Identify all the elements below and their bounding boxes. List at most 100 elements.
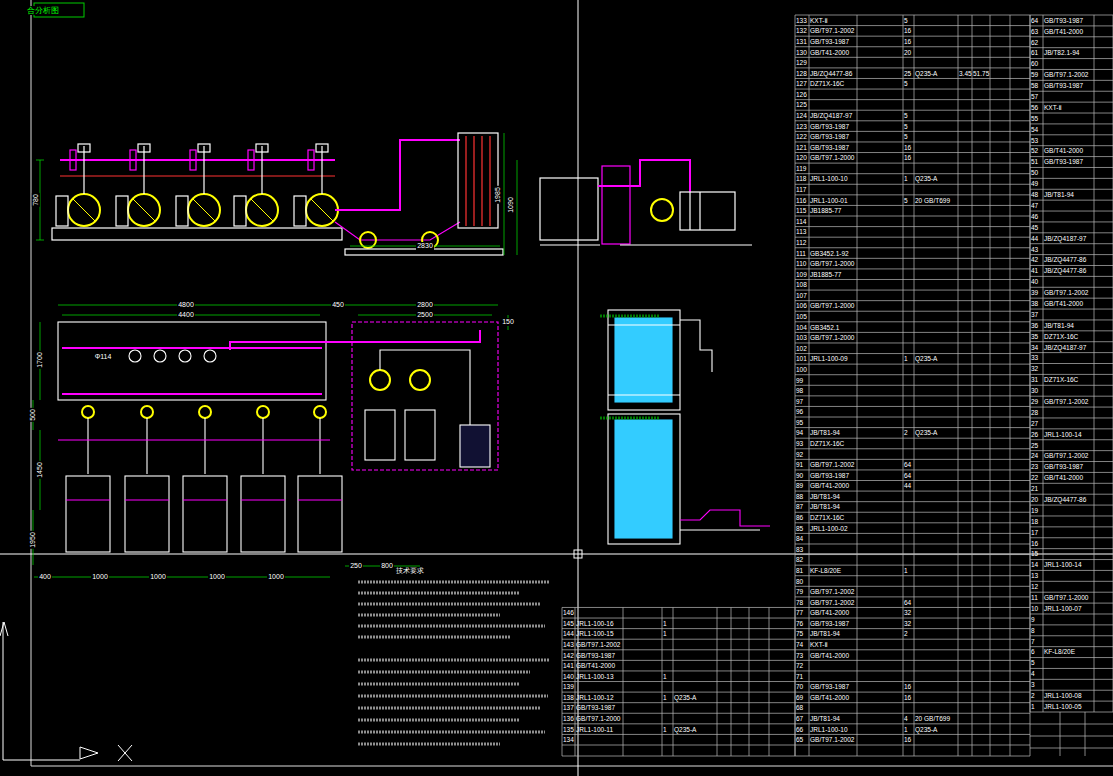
table-cell: GB/T93-1987 bbox=[810, 133, 849, 141]
row-number: 34 bbox=[1031, 344, 1038, 352]
row-number: 47 bbox=[1031, 202, 1038, 210]
table-rule bbox=[795, 702, 1030, 703]
table-cell: JRL1-100-10 bbox=[810, 175, 848, 183]
row-number: 29 bbox=[1031, 398, 1038, 406]
table-cell: JRL1-100-05 bbox=[1044, 703, 1082, 711]
table-cell: 5 bbox=[904, 197, 908, 205]
dimension-text: 1000 bbox=[91, 573, 109, 581]
table-rule bbox=[795, 586, 1030, 587]
table-cell: JRL1-100-02 bbox=[810, 525, 848, 533]
dimension-text: 2500 bbox=[416, 311, 434, 319]
notes-heading: 技术要求 bbox=[395, 567, 425, 575]
row-number: 1 bbox=[1031, 703, 1035, 711]
table-rule bbox=[795, 258, 1030, 259]
table-rule bbox=[795, 342, 1030, 343]
table-rule bbox=[1094, 15, 1095, 712]
table-cell: KXT-Ⅱ bbox=[1044, 104, 1062, 112]
table-cell: 5 bbox=[904, 112, 908, 120]
row-number: 68 bbox=[796, 704, 803, 712]
table-rule bbox=[1030, 287, 1113, 288]
table-rule bbox=[795, 491, 1030, 492]
table-rule bbox=[795, 417, 1030, 418]
row-number: 81 bbox=[796, 567, 803, 575]
table-rule bbox=[562, 607, 563, 756]
row-number: 84 bbox=[796, 535, 803, 543]
row-number: 9 bbox=[1031, 616, 1035, 624]
heat-exchanger-views bbox=[600, 310, 770, 544]
row-number: 86 bbox=[796, 514, 803, 522]
table-rule bbox=[1030, 276, 1113, 277]
row-number: 109 bbox=[796, 271, 807, 279]
table-cell: 20 bbox=[904, 49, 911, 57]
table-cell: GB/T41-2000 bbox=[810, 482, 849, 490]
dimension-text: 250 bbox=[349, 562, 363, 570]
table-rule bbox=[1030, 265, 1113, 266]
table-rule bbox=[1030, 58, 1113, 59]
table-cell: 2 bbox=[904, 630, 908, 638]
table-rule bbox=[795, 226, 1030, 227]
table-rule bbox=[795, 756, 1030, 757]
row-number: 69 bbox=[796, 694, 803, 702]
row-number: 28 bbox=[1031, 409, 1038, 417]
table-rule bbox=[1030, 592, 1113, 593]
row-number: 43 bbox=[1031, 246, 1038, 254]
table-cell: 25 bbox=[904, 70, 911, 78]
table-cell: GB/T93-1987 bbox=[576, 652, 615, 660]
row-number: 100 bbox=[796, 366, 807, 374]
table-rule bbox=[1030, 309, 1113, 310]
table-rule bbox=[1030, 15, 1031, 712]
row-number: 82 bbox=[796, 556, 803, 564]
row-number: 27 bbox=[1031, 420, 1038, 428]
table-cell: JB/T81-94 bbox=[810, 503, 840, 511]
row-number: 45 bbox=[1031, 224, 1038, 232]
table-rule bbox=[795, 607, 1030, 608]
table-cell: KF-L8/20E bbox=[810, 567, 841, 575]
table-rule bbox=[795, 364, 1030, 365]
table-rule bbox=[1030, 679, 1113, 680]
table-rule bbox=[1030, 515, 1113, 516]
table-rule bbox=[562, 681, 795, 682]
row-number: 120 bbox=[796, 154, 807, 162]
row-number: 131 bbox=[796, 38, 807, 46]
table-cell: JB/T82.1-94 bbox=[1044, 49, 1079, 57]
table-cell: GB/T41-2000 bbox=[576, 662, 615, 670]
row-number: 35 bbox=[1031, 333, 1038, 341]
row-number: 58 bbox=[1031, 82, 1038, 90]
table-cell: GB/T97.1-2000 bbox=[810, 260, 854, 268]
table-rule bbox=[795, 237, 1030, 238]
row-number: 107 bbox=[796, 292, 807, 300]
table-cell: 1 bbox=[904, 175, 908, 183]
table-rule bbox=[1030, 189, 1113, 190]
table-rule bbox=[1030, 526, 1113, 527]
row-number: 128 bbox=[796, 70, 807, 78]
row-number: 89 bbox=[796, 482, 803, 490]
table-rule bbox=[990, 15, 991, 756]
table-rule bbox=[795, 628, 1030, 629]
table-cell: DZ71X-16C bbox=[1044, 333, 1078, 341]
dimension-text: 1000 bbox=[208, 573, 226, 581]
table-rule bbox=[1030, 374, 1113, 375]
table-cell: GB3452.1-92 bbox=[810, 250, 849, 258]
table-rule bbox=[1030, 483, 1113, 484]
table-rule bbox=[1030, 352, 1113, 353]
table-rule bbox=[1030, 439, 1113, 440]
table-cell: 16 bbox=[904, 27, 911, 35]
row-number: 24 bbox=[1031, 452, 1038, 460]
table-cell: GB/T97.1-2002 bbox=[576, 641, 620, 649]
table-rule bbox=[809, 15, 810, 756]
table-cell: GB/T41-2000 bbox=[1044, 28, 1083, 36]
table-rule bbox=[1030, 581, 1113, 582]
row-number: 129 bbox=[796, 59, 807, 67]
table-rule bbox=[795, 406, 1030, 407]
table-cell: JB/ZQ4477-86 bbox=[1044, 496, 1086, 504]
table-rule bbox=[1030, 646, 1113, 647]
table-cell: JRL1-100-15 bbox=[576, 630, 614, 638]
row-number: 111 bbox=[796, 250, 806, 258]
table-rule bbox=[1030, 494, 1113, 495]
row-number: 122 bbox=[796, 133, 807, 141]
row-number: 114 bbox=[796, 218, 806, 226]
table-rule bbox=[795, 596, 1030, 597]
row-number: 140 bbox=[563, 673, 574, 681]
table-rule bbox=[562, 692, 795, 693]
table-cell: DZ71X-16C bbox=[810, 80, 844, 88]
